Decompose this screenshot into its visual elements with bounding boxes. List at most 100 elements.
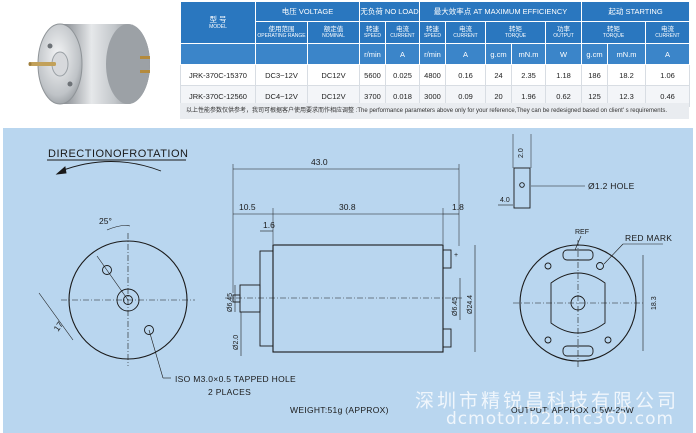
right-view-rivet-2 [604, 336, 612, 344]
model-cell: JRK-370C-15370 [180, 64, 256, 86]
table-cell: 3700 [359, 85, 386, 107]
table-cell: 5600 [359, 64, 386, 86]
current-cn: 电流 [661, 25, 675, 33]
current-cn: 电流 [396, 25, 409, 33]
ref-label: REF [575, 229, 589, 236]
dim-30-8: 30.8 [339, 202, 356, 212]
tapped-hole-label-2: 2 PLACES [208, 387, 251, 397]
dim-2-0: 2.0 [518, 148, 525, 158]
nominal-en: NOMINAL [322, 33, 345, 40]
nominal-cn: 额定值 [323, 25, 344, 33]
current-en: CURRENT [655, 33, 680, 40]
unit-cell: r/min [359, 43, 386, 65]
table-cell: DC3~12V [255, 64, 308, 86]
unit-cell: g.cm [485, 43, 512, 65]
torque-cn: 转矩 [509, 25, 522, 33]
unit-blank [307, 43, 360, 65]
unit-cell: g.cm [581, 43, 609, 65]
red-mark-dot [596, 262, 604, 270]
model-header-en: MODEL [209, 24, 227, 30]
torque-en: TORQUE [602, 33, 625, 40]
table-cell: 186 [581, 64, 609, 86]
side-view-bearing-boss [239, 284, 261, 313]
watermark-url: dcmotor.b2b.hc360.com [446, 409, 675, 429]
dim-43: 43.0 [311, 157, 328, 167]
unit-cell: mN.m [511, 43, 546, 65]
table-cell: 18.2 [607, 64, 647, 86]
max-efficiency-group-header: 最大效率点 AT MAXIMUM EFFICIENCY [418, 1, 583, 22]
angle-25: 25° [99, 216, 112, 226]
table-cell: 0.16 [445, 64, 486, 86]
unit-blank [255, 43, 308, 65]
unit-cell: mN.m [607, 43, 647, 65]
table-cell: 1.18 [544, 64, 583, 86]
table-cell: 1.06 [645, 64, 691, 86]
left-view-pcd-line [96, 255, 129, 301]
table-cell: 1.96 [511, 85, 546, 107]
dim-d2-0: Ø2.0 [233, 335, 240, 350]
unit-cell: r/min [419, 43, 446, 65]
red-mark-leader [603, 243, 624, 265]
dim-d6-45-left: Ø6.45 [227, 293, 234, 312]
table-cell: DC12V [307, 64, 360, 86]
weight-label: WEIGHT:51g (APPROX) [290, 405, 389, 415]
right-view-rivet-1 [544, 336, 552, 344]
table-cell: 0.018 [385, 85, 420, 107]
speed-en: SPEED [424, 33, 441, 40]
table-cell: 2.35 [511, 64, 546, 86]
spec-table: 型 号 MODEL 电压 VOLTAGE 无负荷 NO LOAD 最大效率点 A… [180, 1, 691, 107]
rotation-arc [60, 161, 162, 172]
unit-blank [180, 43, 256, 65]
angle-arc [106, 225, 131, 231]
voltage-group-header: 电压 VOLTAGE [255, 1, 360, 22]
side-view-shaft [232, 294, 241, 303]
current-en: CURRENT [453, 33, 478, 40]
output-cn: 功率 [557, 25, 571, 33]
red-mark-label: RED MARK [625, 233, 672, 243]
starting-group-header: 起动 STARTING [581, 1, 691, 22]
left-view-mount-hole-2 [144, 325, 154, 335]
watermark-company: 深圳市精锐昌科技有限公司 [415, 390, 680, 412]
drawing-canvas: DIRECTIONOFROTATION 43.0 10.5 30.8 1.8 1… [38, 134, 672, 415]
table-cell: 125 [581, 85, 609, 107]
right-view-brush-holder [550, 272, 606, 334]
rotation-arrow-head [55, 166, 67, 175]
operating-range-cn: 使用范围 [268, 25, 295, 33]
dim-d24-4: Ø24.4 [467, 295, 474, 314]
dim-1-6: 1.6 [263, 220, 275, 230]
motor-photo [0, 0, 178, 121]
speed-en: SPEED [364, 33, 381, 40]
ref-leader [574, 235, 582, 251]
unit-cell: A [385, 43, 420, 65]
dim-4-0: 4.0 [500, 197, 510, 204]
model-header-cn: 型 号 [209, 15, 227, 24]
operating-range-en: OPERATING RANGE [257, 33, 306, 40]
no-load-group-header: 无负荷 NO LOAD [359, 1, 420, 22]
current-en: CURRENT [390, 33, 415, 40]
table-row: JRK-370C-15370 DC3~12V DC12V 5600 0.025 … [180, 64, 691, 86]
dim-1-8: 1.8 [452, 202, 464, 212]
tapped-hole-leader [148, 329, 164, 379]
unit-cell: W [544, 43, 583, 65]
right-view-rivet-3 [544, 262, 552, 270]
unit-cell: A [445, 43, 486, 65]
technical-drawing: DIRECTIONOFROTATION 43.0 10.5 30.8 1.8 1… [3, 128, 693, 433]
speed-cn: 转速 [426, 25, 439, 33]
table-cell: 4800 [419, 64, 446, 86]
speed-cn: 转速 [366, 25, 379, 33]
hole-label: Ø1.2 HOLE [588, 181, 635, 191]
side-view-terminal-bottom [442, 328, 452, 348]
side-view-endcap [259, 250, 274, 347]
table-cell: 0.46 [645, 85, 691, 107]
direction-label: DIRECTIONOFROTATION [48, 148, 188, 160]
